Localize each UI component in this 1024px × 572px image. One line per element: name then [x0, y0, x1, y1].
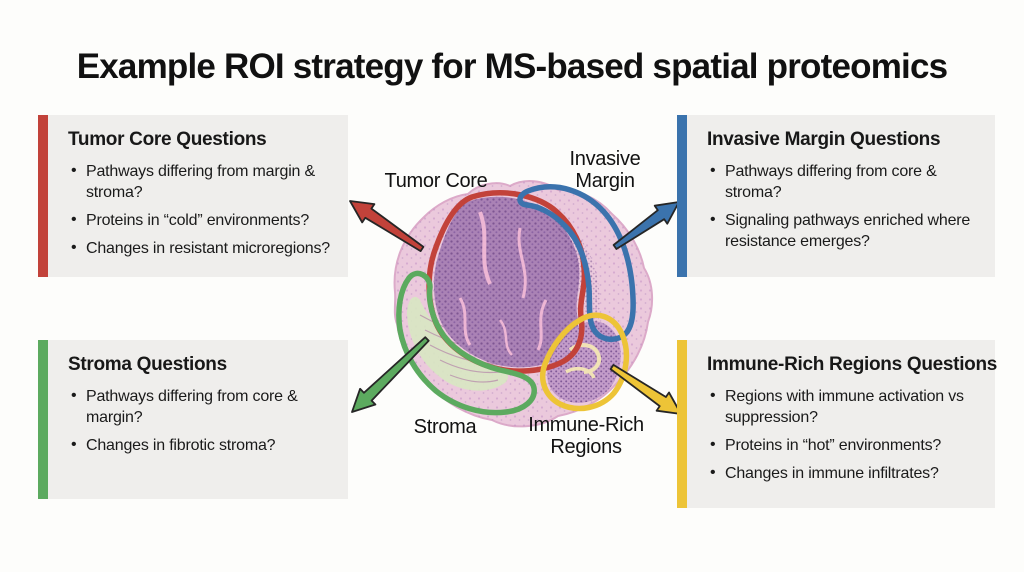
- invasive-margin-arrow: [612, 201, 680, 250]
- invasive-margin-accent-bar: [677, 115, 687, 277]
- stroma-outline: [396, 270, 537, 416]
- stroma-questions-list: Pathways differing from core & margin? Ch…: [68, 385, 336, 456]
- question-bullet: Signaling pathways enriched where resist…: [707, 209, 979, 252]
- question-bullet: Changes in immune infiltrates?: [707, 462, 979, 484]
- stroma-region-label: Stroma: [413, 416, 477, 438]
- stroma-arrow: [351, 336, 430, 413]
- invasive-margin-questions-heading: Invasive Margin Questions: [707, 129, 941, 150]
- question-bullet: Changes in fibrotic stroma?: [68, 434, 336, 456]
- question-bullet: Proteins in “cold” environments?: [68, 209, 336, 231]
- tumor-core-outline: [426, 190, 588, 374]
- question-bullet: Changes in resistant microregions?: [68, 237, 336, 259]
- slide-title: Example ROI strategy for MS-based spatia…: [76, 47, 948, 87]
- immune-rich-questions-heading: Immune-Rich Regions Questions: [707, 354, 998, 375]
- question-bullet: Regions with immune activation vs suppre…: [707, 385, 979, 428]
- tumor-core-arrow: [349, 200, 425, 253]
- immune-rich-questions-list: Regions with immune activation vs suppre…: [707, 385, 983, 484]
- tumor-core-questions-list: Pathways differing from margin & stroma?…: [68, 160, 336, 259]
- immune-rich-arrow: [609, 363, 682, 415]
- core-pink-streaks: [458, 211, 548, 356]
- tumor-core-questions-heading: Tumor Core Questions: [68, 129, 267, 150]
- immune-rich-questions-box: Immune-Rich Regions Questions Regions wi…: [677, 340, 998, 508]
- question-bullet: Pathways differing from core & margin?: [68, 385, 336, 428]
- invasive-margin-outline: [517, 184, 636, 342]
- question-bullet: Proteins in “hot” environments?: [707, 434, 979, 456]
- invasive-margin-region-label: Invasive Margin: [569, 148, 641, 192]
- tumor-core-region-label: Tumor Core: [384, 170, 488, 192]
- question-bullet: Pathways differing from core & stroma?: [707, 160, 979, 203]
- stroma-questions-heading: Stroma Questions: [68, 354, 227, 375]
- immune-rich-accent-bar: [677, 340, 687, 508]
- question-bullet: Pathways differing from margin & stroma?: [68, 160, 336, 203]
- immune-rich-region-label: Immune-Rich Regions: [528, 414, 644, 458]
- immune-rich-outline: [539, 312, 630, 412]
- stroma-questions-box: Stroma Questions Pathways differing from…: [38, 340, 348, 499]
- stroma-accent-bar: [38, 340, 48, 499]
- tumor-core-questions-box: Tumor Core Questions Pathways differing …: [38, 115, 348, 277]
- histology-tissue-image: [393, 180, 654, 428]
- tumor-core-accent-bar: [38, 115, 48, 277]
- invasive-margin-questions-list: Pathways differing from core & stroma? Si…: [707, 160, 983, 252]
- invasive-margin-questions-box: Invasive Margin Questions Pathways diffe…: [677, 115, 995, 277]
